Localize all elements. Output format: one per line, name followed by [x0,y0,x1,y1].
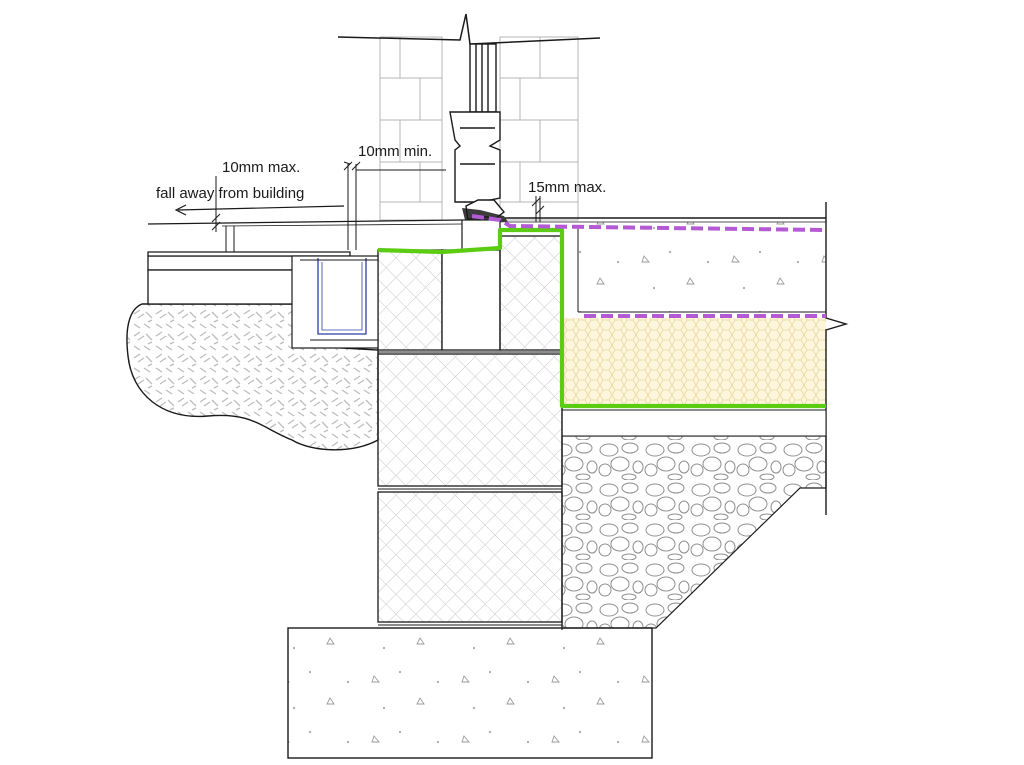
strip-footing [287,627,653,759]
hardcore-fill [561,435,827,629]
floor-insulation-pattern [562,318,826,406]
green-membrane [377,227,826,409]
wall-break-line [337,13,601,45]
label-10mm-max: 10mm max. [222,159,300,176]
external-surface-line-2 [221,223,463,227]
door-frame [449,43,506,222]
label-fall-away: fall away from building [156,185,304,202]
drainage-channel [291,255,379,349]
dimension-10mm-max [211,176,221,232]
brick-wall [379,36,579,221]
label-10mm-min: 10mm min. [358,143,432,160]
arrow-left-icon [174,204,345,216]
label-15mm-max: 15mm max. [528,179,606,196]
right-break-line [825,202,849,515]
blinding-layer [561,409,827,437]
foundation-blockwork [377,226,579,630]
dpm-line-upper [471,214,827,232]
external-surface-line [147,219,463,225]
paving [147,251,351,305]
dimension-10mm-min [343,161,446,250]
dimension-15mm-max [531,196,545,222]
floor-slab [505,217,826,313]
external-ground [126,303,379,451]
